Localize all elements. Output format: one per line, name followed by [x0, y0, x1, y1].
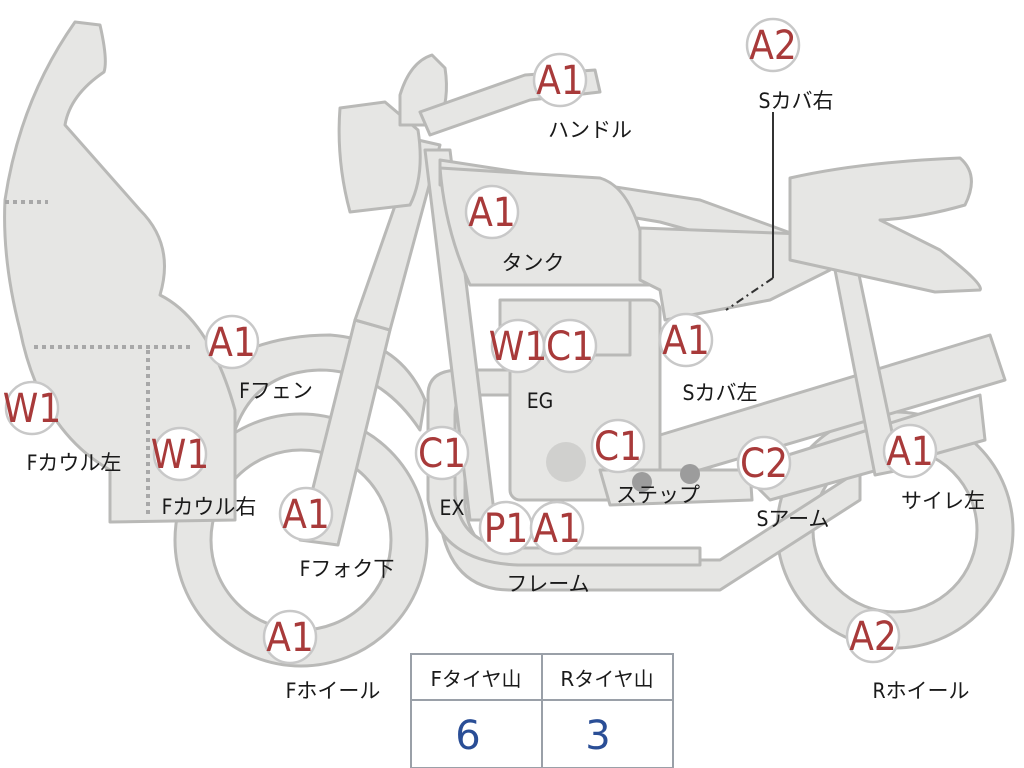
s-cover-right-label: Sカバ右: [759, 89, 834, 113]
grade-badge-circle[interactable]: [204, 314, 260, 370]
grade-badge-circle[interactable]: [152, 426, 208, 482]
seat-tail-shape[interactable]: [788, 156, 982, 294]
tire-tread-table: Fタイヤ山 Rタイヤ山 6 3: [410, 653, 674, 768]
engine-label: EG: [527, 389, 554, 413]
exhaust-grade: C1: [418, 431, 466, 477]
engine-grade: W1: [489, 324, 547, 370]
s-arm-grade: C2: [740, 441, 788, 487]
engine-cover-circle: [546, 442, 586, 482]
rear-tire-value: 3: [585, 713, 610, 759]
front-tire-value: 6: [455, 713, 480, 759]
cowl-dotted-line-split: [34, 345, 190, 518]
grade-badge-circle[interactable]: [414, 425, 470, 481]
handle-grade: A1: [536, 58, 584, 104]
grade-badge-circle[interactable]: [278, 486, 334, 542]
f-wheel-label: Fホイール: [286, 679, 381, 703]
step-label: ステップ: [616, 483, 700, 507]
f-fork-lower-label: Fフォク下: [300, 557, 395, 581]
swingarm-shape[interactable]: [658, 333, 1007, 472]
grade-badge-circle[interactable]: [745, 17, 801, 73]
tank-grade: A1: [468, 190, 516, 236]
grade-badge-circle[interactable]: [736, 435, 792, 491]
f-cowl-left-label: Fカウル左: [27, 451, 122, 475]
step-peg-left: [632, 472, 652, 492]
f-wheel-grade: A1: [266, 615, 314, 661]
f-cowl-right-label: Fカウル右: [162, 495, 257, 519]
grade-badge-circle[interactable]: [590, 418, 646, 474]
tank-label: タンク: [502, 251, 565, 275]
rear-tire-header: Rタイヤ山: [560, 667, 653, 691]
s-cover-right-grade: A2: [749, 23, 797, 69]
silencer-left-grade: A1: [886, 429, 934, 475]
grade-badge-circle[interactable]: [658, 312, 714, 368]
s-cover-left-label: Sカバ左: [683, 381, 758, 405]
headlight-shape[interactable]: [337, 100, 422, 214]
s-cover-left-grade: A1: [662, 318, 710, 364]
grade-badge-circle[interactable]: [882, 423, 938, 479]
grade-badge-circle[interactable]: [532, 52, 588, 108]
grade-badge-circle[interactable]: [262, 609, 318, 665]
frame-label: フレーム: [506, 572, 589, 596]
grade-badge-circle[interactable]: [845, 608, 901, 664]
f-fender-grade: A1: [208, 320, 256, 366]
handle-label: ハンドル: [548, 118, 632, 142]
f-fender-label: Fフェン: [239, 379, 313, 403]
grade-badge-circle[interactable]: [542, 318, 598, 374]
front-tire-header: Fタイヤ山: [431, 667, 522, 691]
r-wheel-grade: A2: [849, 614, 897, 660]
damage-annotations: A1ハンドルA2Sカバ右A1タンクA1FフェンW1C1EGA1Sカバ左W1Fカウ…: [3, 17, 985, 703]
step-grade: C1: [594, 424, 642, 470]
front-wheel-outer-edge: [173, 412, 429, 668]
f-cowl-left-grade: W1: [3, 386, 61, 432]
grade-badge-circle[interactable]: [529, 500, 585, 556]
frame-grade-2: A1: [533, 506, 581, 552]
s-arm-label: Sアーム: [756, 507, 829, 531]
r-wheel-label: Rホイール: [872, 679, 969, 703]
step-peg-right: [680, 464, 700, 484]
exhaust-label: EX: [440, 496, 465, 520]
frame-grade: P1: [484, 506, 529, 552]
f-cowl-right-grade: W1: [151, 432, 209, 478]
silencer-shape[interactable]: [738, 393, 987, 502]
engine-grade-2: C1: [546, 324, 594, 370]
silencer-left-label: サイレ左: [901, 489, 985, 513]
grade-badge-circle[interactable]: [464, 184, 520, 240]
f-fork-lower-grade: A1: [282, 492, 330, 538]
grade-badge-circle[interactable]: [4, 380, 60, 436]
front-cowl-shape[interactable]: [3, 20, 237, 524]
